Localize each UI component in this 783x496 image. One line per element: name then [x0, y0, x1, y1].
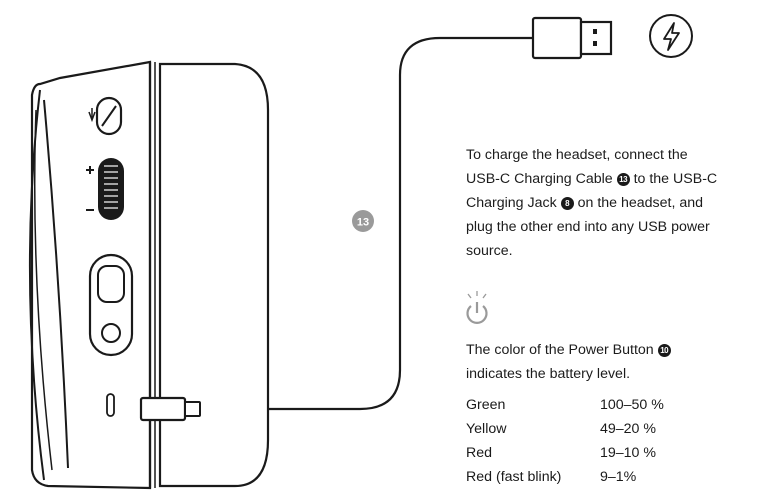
battery-note-text: The color of the Power Button	[466, 342, 654, 358]
battery-row: Red (fast blink) 9–1%	[466, 465, 664, 489]
instruction-line-2: USB-C Charging Cable 13 to the USB-C	[466, 167, 766, 191]
battery-note-line-2: indicates the battery level.	[466, 366, 631, 382]
volume-rocker	[86, 158, 124, 220]
battery-row: Green 100–50 %	[466, 393, 664, 417]
usb-c-charging-jack	[106, 393, 115, 417]
battery-color: Green	[466, 397, 506, 413]
power-button	[88, 253, 134, 357]
instruction-line-1: To charge the headset, connect the	[466, 147, 688, 163]
lightning-bolt-icon	[649, 14, 693, 58]
jack-ref-badge: 8	[560, 197, 574, 210]
cable-name: USB-C Charging Cable	[466, 171, 613, 187]
jack-name: Charging Jack	[466, 195, 557, 211]
usb-c-connector	[139, 396, 201, 422]
instruction-line-5: source.	[466, 243, 513, 259]
charging-instructions: To charge the headset, connect the USB-C…	[466, 143, 766, 263]
battery-color: Red (fast blink)	[466, 469, 562, 485]
battery-color: Red	[466, 445, 493, 461]
instruction-line-3-tail: on the headset, and	[577, 195, 704, 211]
battery-range: 19–10 %	[599, 445, 656, 461]
instruction-line-3: Charging Jack 8 on the headset, and	[466, 191, 766, 215]
cable-callout-number: 13	[357, 217, 369, 229]
power-button-ref-badge: 10	[657, 344, 671, 357]
battery-note: The color of the Power Button 10 indicat…	[466, 338, 766, 386]
battery-row: Yellow 49–20 %	[466, 417, 664, 441]
cable-callout-badge: 13	[352, 210, 374, 232]
cable-ref-badge: 13	[616, 173, 630, 186]
battery-level-table: Green 100–50 % Yellow 49–20 % Red 19–10 …	[466, 393, 664, 489]
battery-range: 9–1%	[599, 469, 637, 485]
instruction-line-2-tail: to the USB-C	[633, 171, 718, 187]
ear-cushion	[158, 62, 270, 488]
battery-row: Red 19–10 %	[466, 441, 664, 465]
mic-mute-button	[88, 96, 123, 136]
battery-note-line-1: The color of the Power Button 10	[466, 338, 766, 362]
battery-range: 100–50 %	[599, 397, 664, 413]
usb-a-plug	[531, 16, 613, 60]
battery-range: 49–20 %	[599, 421, 656, 437]
battery-color: Yellow	[466, 421, 507, 437]
charging-cable	[200, 36, 533, 411]
power-icon	[462, 289, 494, 334]
instruction-line-4: plug the other end into any USB power	[466, 219, 710, 235]
headset-earcup	[28, 60, 270, 490]
